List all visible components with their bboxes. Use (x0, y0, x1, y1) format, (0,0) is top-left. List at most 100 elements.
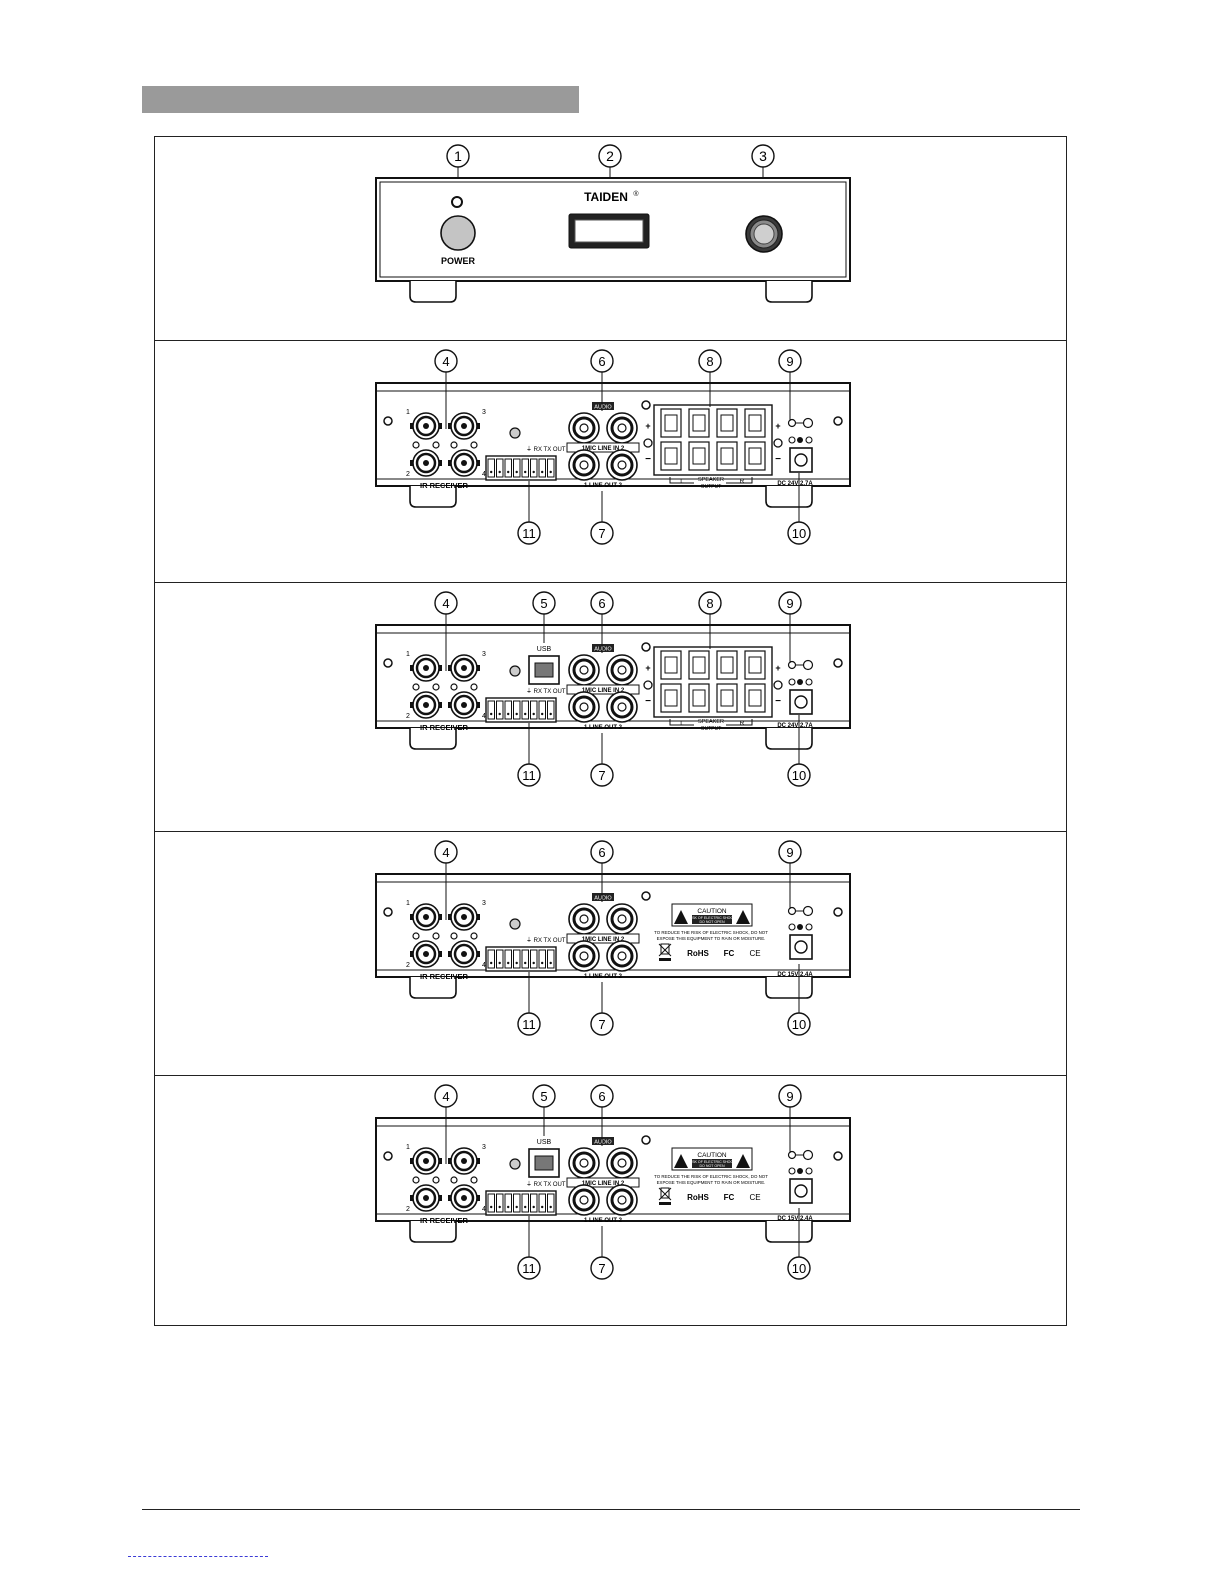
power-label: POWER (441, 256, 476, 266)
callout-6: 6 (590, 591, 614, 653)
svg-text:4: 4 (482, 1206, 486, 1213)
weee-bin-icon (658, 1187, 672, 1205)
svg-text:+: + (775, 663, 780, 673)
svg-text:4: 4 (482, 471, 486, 478)
callout-8: 8 (698, 349, 722, 407)
svg-text:⏚ RX TX OUT IN 12V: ⏚ RX TX OUT IN 12V (526, 937, 585, 944)
callout-10: 10 (787, 473, 811, 545)
mount-hole-icon (833, 907, 843, 917)
svg-text:11: 11 (522, 1261, 536, 1276)
svg-text:4: 4 (442, 354, 449, 369)
svg-text:10: 10 (792, 1261, 806, 1276)
svg-text:DO NOT OPEN: DO NOT OPEN (699, 920, 724, 924)
weee-bin-icon (658, 943, 672, 961)
ce-mark-icon: CE (749, 1193, 760, 1202)
warning-line-2: EXPOSE THIS EQUIPMENT TO RAIN OR MOISTUR… (657, 936, 766, 941)
terminal-block[interactable]: ⏚ RX TX OUT IN 12V (485, 688, 585, 723)
status-led-icon (509, 427, 521, 439)
warning-line-1: TO REDUCE THE RISK OF ELECTRIC SHOCK, DO… (654, 930, 768, 935)
svg-text:1: 1 (454, 148, 462, 164)
power-input-group: DC 15V 2.4A (777, 1149, 814, 1222)
callout-7: 7 (590, 491, 614, 545)
foot-left (409, 728, 457, 750)
callout-4: 4 (434, 591, 458, 671)
footer-link-underline (128, 1556, 268, 1557)
mic-line-in-label: 1MIC LINE IN 2 (582, 937, 625, 943)
usb-label: USB (537, 1139, 552, 1146)
callout-4: 4 (434, 840, 458, 920)
line-out-label: 1 LINE OUT 2 (584, 725, 623, 731)
svg-text:2: 2 (406, 1206, 410, 1213)
figure-frame (154, 136, 1067, 1326)
power-button (440, 215, 476, 251)
line-out-label: 1 LINE OUT 2 (584, 483, 623, 489)
callout-7: 7 (590, 733, 614, 787)
callout-7: 7 (590, 1226, 614, 1280)
svg-text:2: 2 (606, 148, 614, 164)
svg-text:+: + (645, 421, 650, 431)
callout-9: 9 (778, 591, 802, 663)
mount-hole-icon (383, 1151, 393, 1161)
mic-line-in-label: 1MIC LINE IN 2 (582, 1181, 625, 1187)
ir-receiver-label: IR RECEIVER (420, 723, 469, 732)
terminal-block[interactable]: ⏚ RX TX OUT IN 12V (485, 446, 585, 481)
section-header-bar (142, 86, 579, 113)
dc-rating-label: DC 15V 2.4A (777, 972, 813, 978)
ground-icon (802, 1149, 814, 1161)
svg-text:L: L (680, 478, 684, 485)
svg-text:4: 4 (442, 1089, 449, 1104)
power-input-group: DC 24V 2.7A (777, 417, 813, 487)
svg-text:6: 6 (598, 596, 605, 611)
svg-text:11: 11 (522, 768, 536, 783)
svg-text:1: 1 (406, 409, 410, 416)
dc-rating-label: DC 15V 2.4A (777, 1216, 813, 1222)
svg-text:1: 1 (406, 1144, 410, 1151)
foot-right (765, 281, 813, 303)
svg-text:AUDIO: AUDIO (594, 896, 612, 902)
mount-hole-icon (833, 658, 843, 668)
callout-11: 11 (517, 723, 541, 787)
svg-text:−: − (775, 696, 781, 707)
svg-text:3: 3 (759, 148, 767, 164)
svg-text:10: 10 (792, 526, 806, 541)
usb-port[interactable]: USB (528, 646, 560, 685)
svg-text:SPEAKER: SPEAKER (698, 477, 724, 483)
svg-text:⏚ RX TX OUT IN 12V: ⏚ RX TX OUT IN 12V (526, 688, 585, 695)
mount-hole-icon (383, 658, 393, 668)
warning-line-1: TO REDUCE THE RISK OF ELECTRIC SHOCK, DO… (654, 1174, 768, 1179)
svg-text:DO NOT OPEN: DO NOT OPEN (699, 1164, 724, 1168)
svg-text:−: − (645, 696, 651, 707)
svg-text:L: L (680, 720, 684, 727)
callout-11: 11 (517, 1216, 541, 1280)
foot-left (409, 281, 457, 303)
mount-hole-icon (833, 1151, 843, 1161)
svg-text:10: 10 (792, 1017, 806, 1032)
svg-text:7: 7 (598, 1017, 605, 1032)
foot-right (765, 728, 813, 750)
svg-text:7: 7 (598, 768, 605, 783)
terminal-block[interactable]: ⏚ RX TX OUT IN 12V (485, 1181, 585, 1216)
svg-text:AUDIO: AUDIO (594, 1140, 612, 1146)
svg-text:−: − (775, 454, 781, 465)
svg-text:7: 7 (598, 1261, 605, 1276)
footer-rule (142, 1509, 1080, 1510)
callout-6: 6 (590, 349, 614, 411)
terminal-block[interactable]: ⏚ RX TX OUT IN 12V (485, 937, 585, 972)
callout-9: 9 (778, 1084, 802, 1153)
svg-text:6: 6 (598, 1089, 605, 1104)
usb-port[interactable]: USB (528, 1139, 560, 1178)
callout-9: 9 (778, 840, 802, 909)
panel-divider (154, 340, 1067, 341)
status-led-icon (509, 918, 521, 930)
power-input-group: DC 15V 2.4A (777, 905, 813, 978)
